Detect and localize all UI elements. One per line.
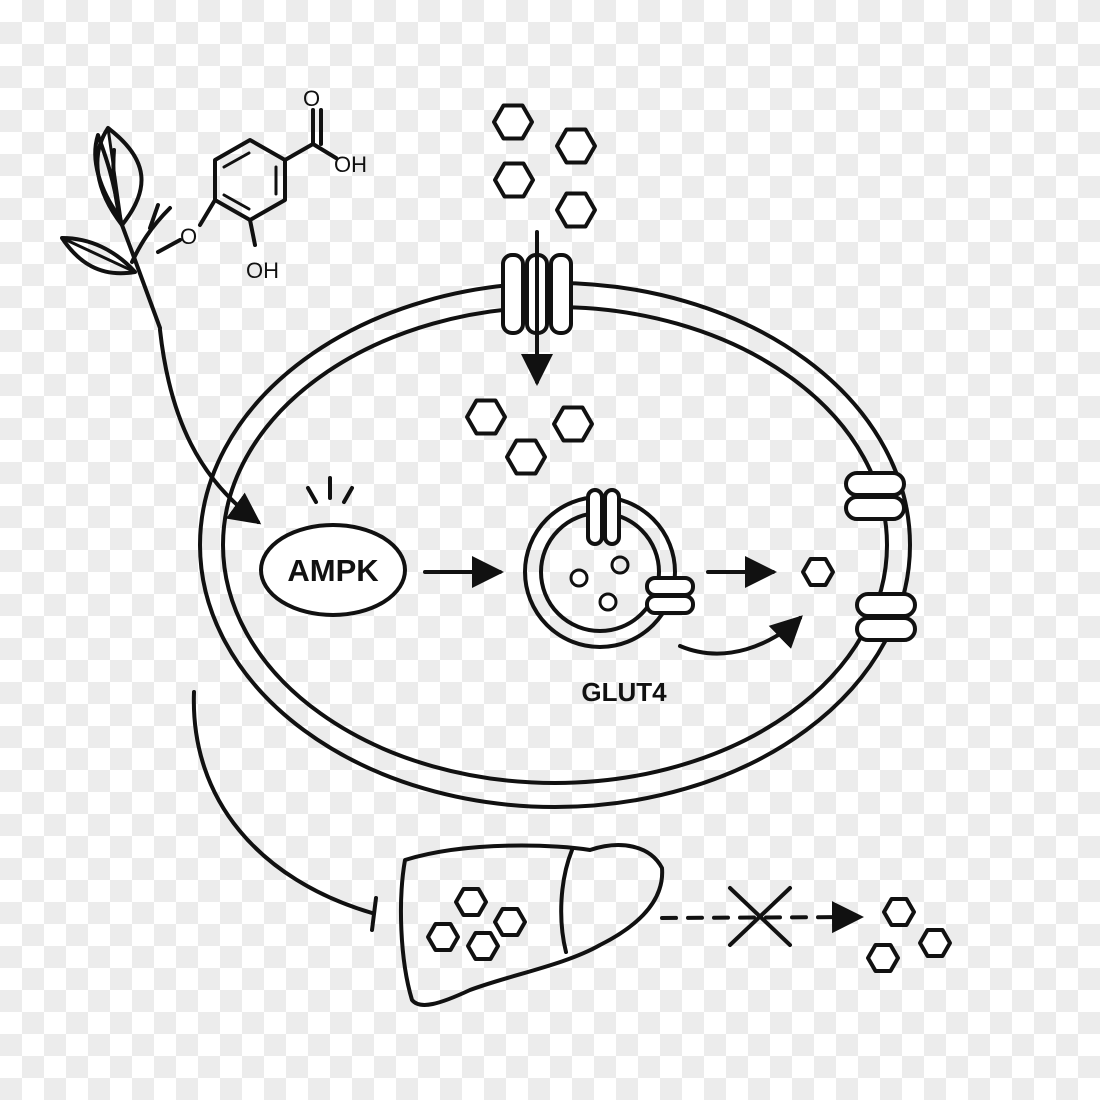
vesicle-icon [523, 488, 695, 649]
glucose-icon [505, 438, 547, 476]
molecule-icon: O OH OH O [156, 86, 367, 283]
glucose-icon [918, 928, 952, 958]
glucose-icon [555, 127, 597, 165]
glucose-icon [552, 405, 594, 443]
ampk-node: AMPK [259, 476, 407, 617]
glut4-label: GLUT4 [581, 677, 667, 707]
membrane-transporter-upper [844, 471, 906, 521]
translocation-arrow [678, 615, 803, 656]
transporter-icon [501, 253, 573, 335]
plant-icon [60, 126, 172, 330]
liver-inhibition-line [191, 690, 374, 915]
glucose-icon [493, 907, 527, 937]
glucose-icon [426, 922, 460, 952]
carbonyl-o-label: O [303, 86, 320, 111]
inhibition-bar [370, 896, 378, 932]
glucose-icon [454, 887, 488, 917]
intracellular-glucose [465, 398, 594, 476]
blocked-output-arrow [660, 901, 864, 934]
glucose-icon [492, 103, 534, 141]
glucose-icon [866, 943, 900, 973]
glucose-icon [493, 161, 535, 199]
liver-icon [399, 843, 665, 1007]
acid-oh-label: OH [334, 152, 367, 177]
plant-to-ampk-arrow [158, 328, 262, 525]
membrane-transporter-lower [855, 592, 917, 642]
ring-oh-label: OH [246, 258, 279, 283]
glucose-icon [466, 931, 500, 961]
ampk-label: AMPK [287, 553, 379, 588]
block-x-icon [728, 886, 792, 947]
glucose-icon [555, 191, 597, 229]
glucose-icon [882, 897, 916, 927]
ether-o-label: O [180, 224, 197, 249]
extracellular-glucose [492, 103, 597, 229]
glucose-icon [801, 557, 835, 587]
glucose-icon [465, 398, 507, 436]
released-glucose [866, 897, 952, 973]
